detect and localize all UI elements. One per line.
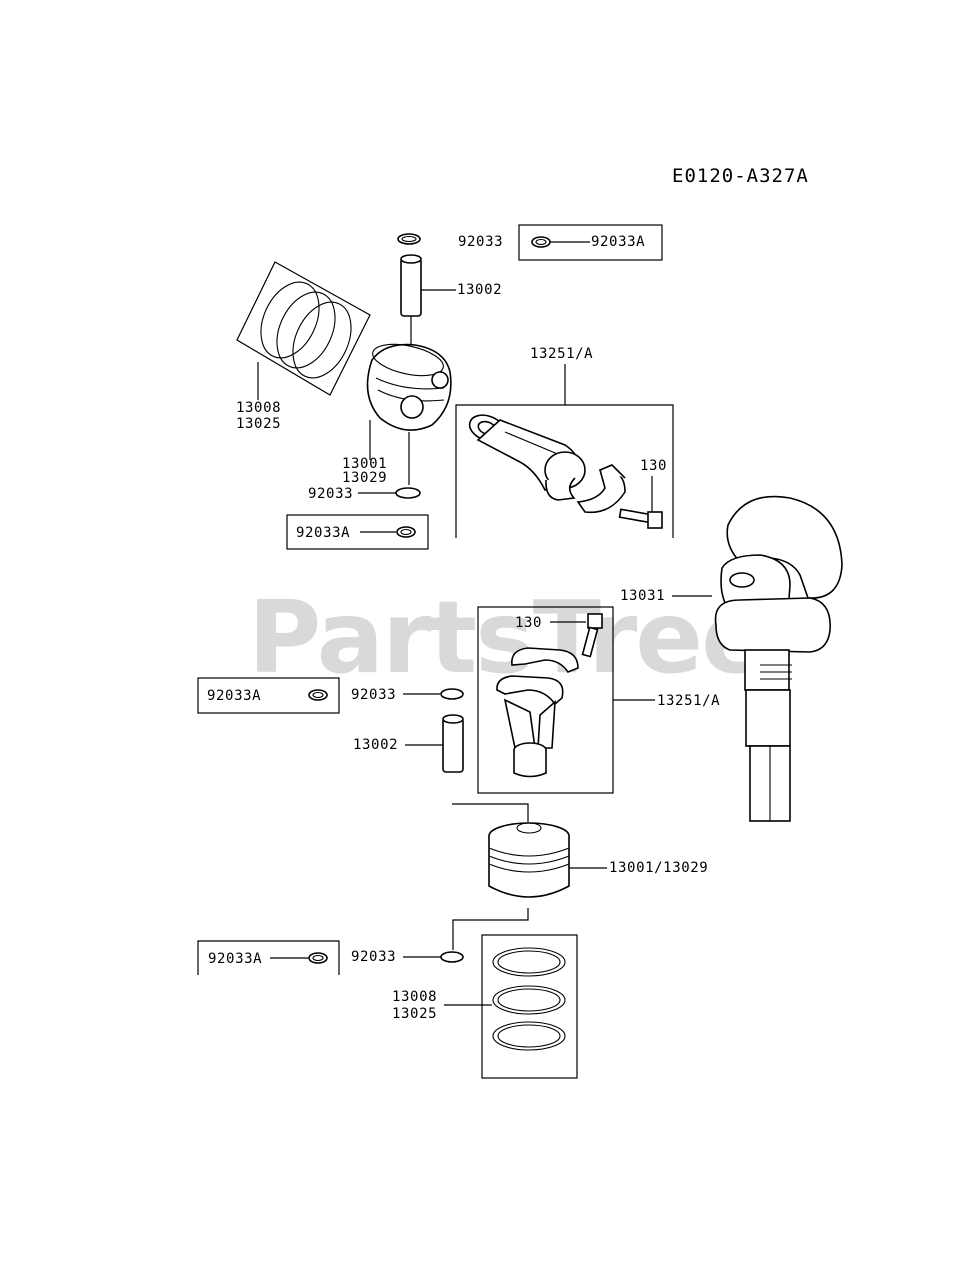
- label-13001-13029-bottom: 13001/13029: [609, 860, 708, 876]
- connecting-rod-icon[interactable]: [466, 411, 626, 514]
- label-130-top: 130: [640, 458, 667, 474]
- piston-ring-set-icon[interactable]: [492, 947, 566, 1051]
- circlip-icon: [308, 952, 328, 964]
- label-13025-top: 13025: [236, 416, 281, 432]
- kit-box-92033A-top: [518, 224, 663, 261]
- label-13008-top: 13008: [236, 400, 281, 416]
- diagram-code: E0120-A327A: [672, 165, 809, 187]
- circlip-icon[interactable]: [395, 487, 421, 499]
- piston-icon[interactable]: [366, 339, 452, 431]
- circlip-icon: [396, 526, 416, 538]
- piston-pin-icon[interactable]: [442, 714, 464, 773]
- circlip-icon[interactable]: [440, 951, 464, 963]
- label-92033A-top-lower: 92033A: [296, 525, 350, 541]
- label-13029-top: 13029: [342, 470, 387, 486]
- piston-ring-set-icon[interactable]: [236, 261, 371, 396]
- kit-box-92033A-bottom: [197, 677, 340, 714]
- kit-box-92033A-top-lower: [286, 514, 429, 550]
- label-92033A-bottom: 92033A: [207, 688, 261, 704]
- label-92033-top: 92033: [458, 234, 503, 250]
- circlip-icon[interactable]: [397, 233, 421, 245]
- label-92033A-top: 92033A: [591, 234, 645, 250]
- label-13031: 13031: [620, 588, 665, 604]
- label-92033-top-lower: 92033: [308, 486, 353, 502]
- kit-box-92033A-bottom-2: [197, 940, 340, 975]
- label-13002-top: 13002: [457, 282, 502, 298]
- label-130-bottom: 130: [515, 615, 542, 631]
- bolt-icon[interactable]: [581, 613, 603, 658]
- label-92033-bottom: 92033: [351, 687, 396, 703]
- label-13251A-bottom: 13251/A: [657, 693, 720, 709]
- label-13002-bottom: 13002: [353, 737, 398, 753]
- ring-set-box-bottom: [481, 934, 578, 1079]
- circlip-icon: [531, 236, 551, 248]
- piston-pin-icon[interactable]: [400, 254, 422, 317]
- connecting-rod-icon[interactable]: [496, 647, 579, 778]
- rod-group-bracket-top: [455, 404, 674, 538]
- piston-leader-top: [452, 803, 529, 822]
- label-13008-bottom: 13008: [392, 989, 437, 1005]
- label-13025-bottom: 13025: [392, 1006, 437, 1022]
- circlip-icon: [308, 689, 328, 701]
- circlip-icon[interactable]: [440, 688, 464, 700]
- crankshaft-icon[interactable]: [714, 495, 843, 822]
- label-92033-bottom-lower: 92033: [351, 949, 396, 965]
- label-13001-top: 13001: [342, 456, 387, 472]
- bolt-icon[interactable]: [618, 508, 663, 529]
- label-13251A-top: 13251/A: [530, 346, 593, 362]
- label-92033A-bottom-2: 92033A: [208, 951, 262, 967]
- piston-icon[interactable]: [488, 822, 570, 898]
- piston-leader-bottom: [452, 908, 529, 950]
